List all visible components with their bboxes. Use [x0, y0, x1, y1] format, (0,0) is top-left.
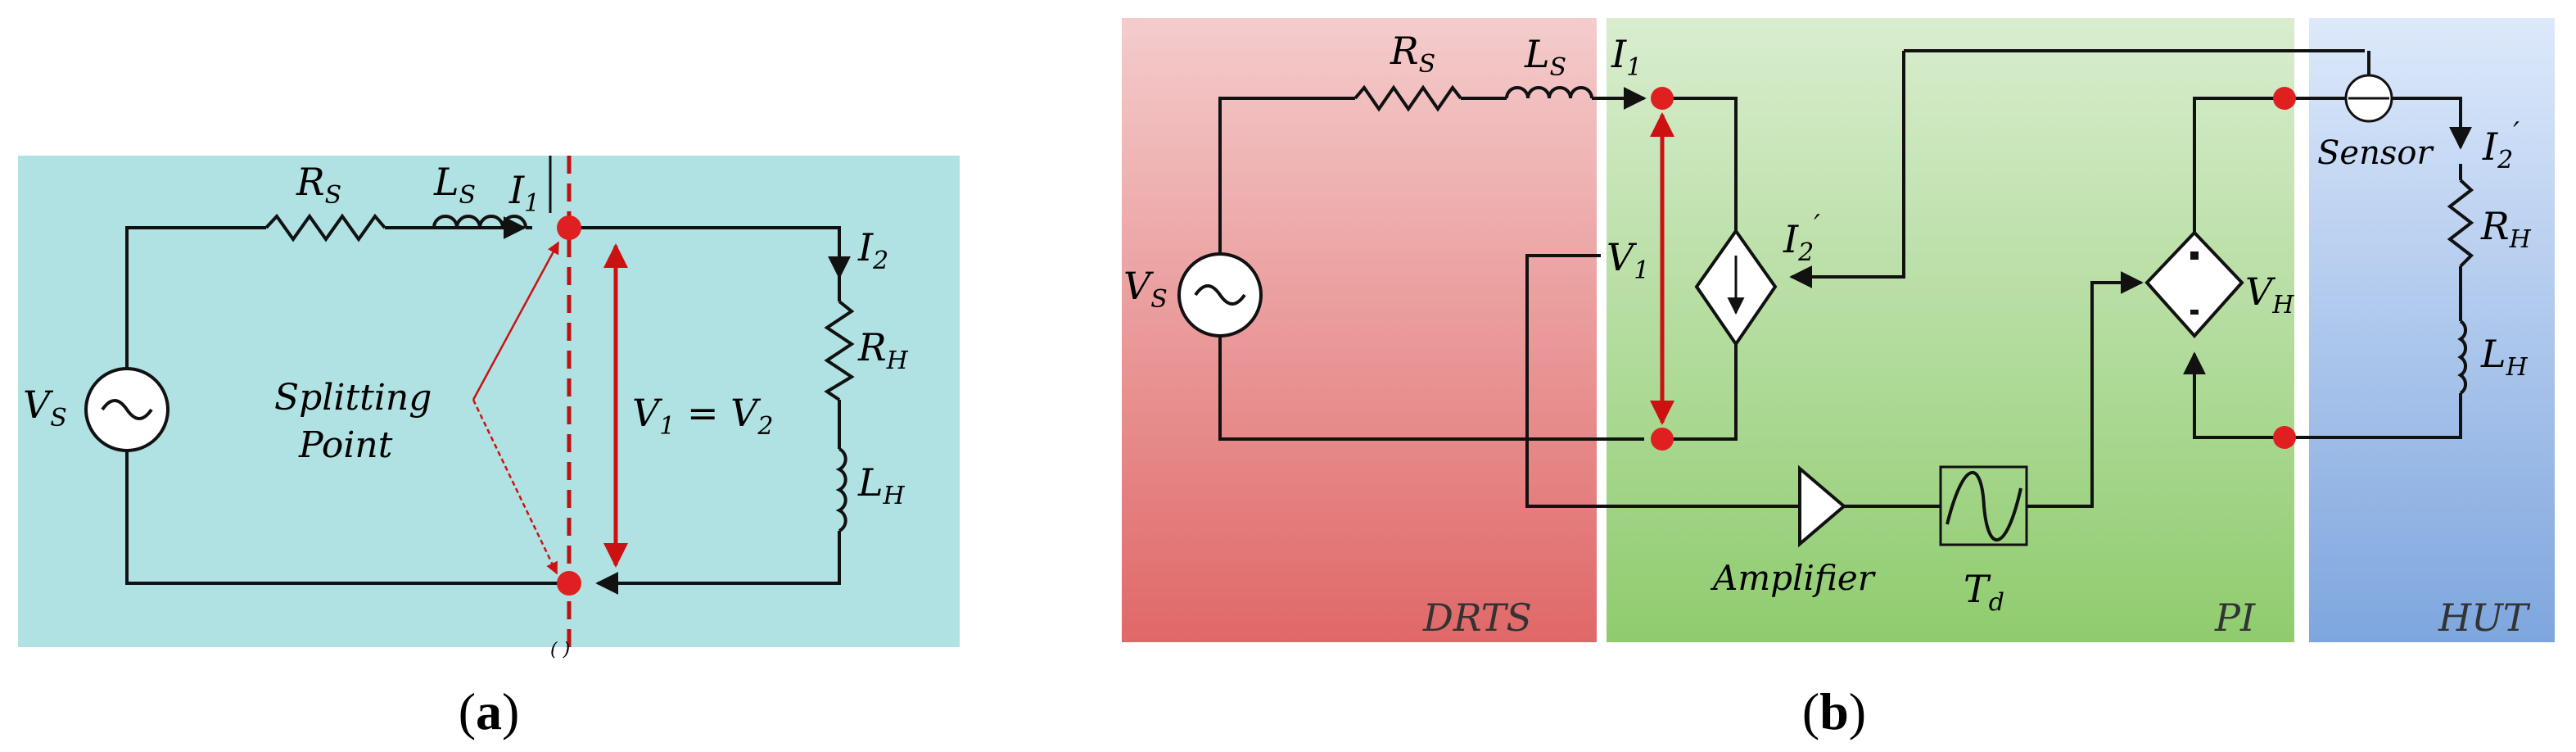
v1-equals-v2-label: V1 = V2 [632, 391, 773, 441]
i2-label: I2 [857, 225, 888, 275]
sensor-label: Sensor [2317, 134, 2434, 172]
current-sensor-icon [2344, 51, 2393, 123]
i1-label-b: I1 [1611, 32, 1642, 82]
dependent-voltage-source [2144, 230, 2244, 339]
panel-b-wires [1218, 49, 2474, 508]
rs-resistor-b [1354, 84, 1462, 112]
node-bottom [557, 571, 581, 596]
region-label-drts: DRTS [1422, 596, 1532, 640]
caption-b: (b) [1802, 682, 1866, 741]
splitting-arrow-top [472, 241, 560, 401]
vs-label: VS [23, 383, 67, 433]
rs-resistor [264, 213, 386, 242]
lh-label-b: LH [2480, 332, 2529, 382]
vh-label-b: VH [2245, 270, 2294, 319]
td-label: Td [1964, 567, 2004, 617]
i2-prime-label-b: I2′ [1783, 209, 1820, 267]
rh-label-b: RH [2480, 204, 2532, 254]
region-pi [1607, 18, 2294, 642]
region-label-pi: PI [2214, 596, 2256, 640]
panel-a: VS RS LS I1 I2 RH LH Splitting Point V1 … [18, 156, 960, 741]
splitting-label-line1: Splitting [274, 377, 432, 419]
amplifier-label: Amplifier [1710, 558, 1877, 598]
rs-label: RS [296, 160, 341, 210]
vs-source [84, 367, 169, 452]
splitting-label-line2: Point [298, 424, 393, 466]
node-b-bottom-right [2273, 426, 2296, 449]
node-b-top-left [1651, 87, 1674, 110]
hut-i2-prime-label: I2′ [2482, 116, 2520, 174]
dependent-current-source [1694, 228, 1778, 347]
rh-label: RH [857, 325, 909, 375]
time-delay-block [1939, 465, 2028, 546]
vs-label-b: VS [1123, 264, 1168, 314]
panel-b: DRTS PI HUT VS RS LS I1 V1 I2′ VH Sensor… [1122, 18, 2555, 741]
caption-a: (a) [459, 682, 520, 741]
ls-label: LS [433, 160, 476, 210]
ls-inductor [432, 215, 527, 229]
ls-label-b: LS [1524, 32, 1566, 82]
rh-resistor-b [2447, 179, 2474, 268]
node-b-top-right [2273, 87, 2296, 110]
rh-resistor [824, 300, 855, 401]
i1-label: I1 [508, 168, 540, 218]
vs-source-b [1177, 252, 1263, 337]
region-hut [2309, 18, 2555, 642]
panel-a-background [18, 156, 960, 647]
lh-inductor [835, 447, 847, 532]
lh-inductor-b [2457, 319, 2467, 395]
panel-a-wires [125, 213, 855, 595]
bottom-fragment: ( ) [550, 640, 570, 660]
rs-label-b: RS [1390, 29, 1435, 79]
node-b-bottom-left [1651, 428, 1674, 451]
region-label-hut: HUT [2438, 596, 2531, 640]
node-top [557, 215, 581, 240]
ls-inductor-b [1505, 86, 1593, 99]
lh-label: LH [857, 460, 906, 510]
amplifier-icon [1798, 464, 1847, 548]
v1-label-b: V1 [1607, 235, 1649, 285]
